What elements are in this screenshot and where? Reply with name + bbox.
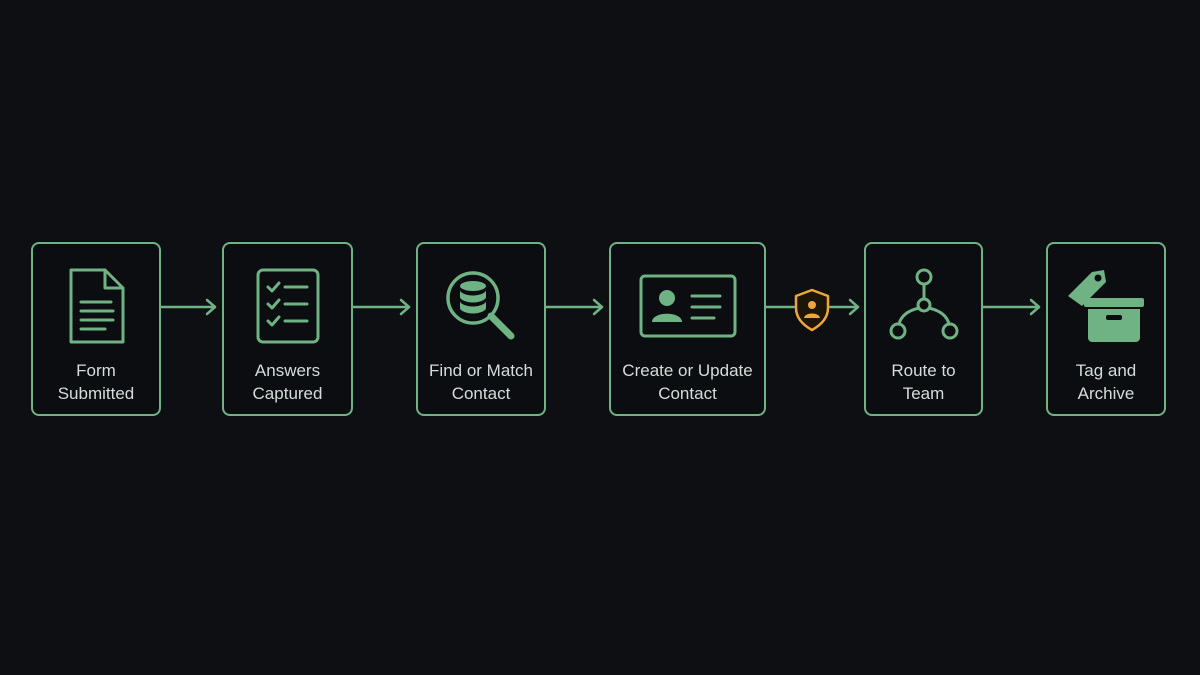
checklist-icon bbox=[224, 266, 351, 346]
node-label: Form Submitted bbox=[57, 361, 135, 403]
arrow-find-to-create bbox=[544, 298, 604, 316]
branch-route-icon bbox=[866, 266, 981, 346]
shield-user-icon bbox=[794, 288, 830, 332]
node-route-to-team: Route to Team bbox=[864, 242, 983, 416]
node-answers-captured: Answers Captured bbox=[222, 242, 353, 416]
node-label: Answers Captured bbox=[252, 361, 323, 403]
node-form-submitted: Form Submitted bbox=[31, 242, 161, 416]
arrow-answers-to-find bbox=[351, 298, 411, 316]
arrow-create-to-route bbox=[764, 298, 860, 316]
contact-card-icon bbox=[611, 266, 764, 346]
node-label: Route to Team bbox=[891, 361, 956, 403]
node-label: Find or Match Contact bbox=[429, 361, 533, 403]
node-tag-and-archive: Tag and Archive bbox=[1046, 242, 1166, 416]
arrow-form-to-answers bbox=[159, 298, 217, 316]
tag-archive-icon bbox=[1048, 266, 1164, 346]
node-label: Tag and Archive bbox=[1075, 361, 1137, 403]
document-icon bbox=[33, 266, 159, 346]
node-create-or-update-contact: Create or Update Contact bbox=[609, 242, 766, 416]
node-label: Create or Update Contact bbox=[622, 361, 753, 403]
arrow-route-to-tag bbox=[981, 298, 1041, 316]
node-find-or-match-contact: Find or Match Contact bbox=[416, 242, 546, 416]
database-search-icon bbox=[418, 266, 544, 346]
